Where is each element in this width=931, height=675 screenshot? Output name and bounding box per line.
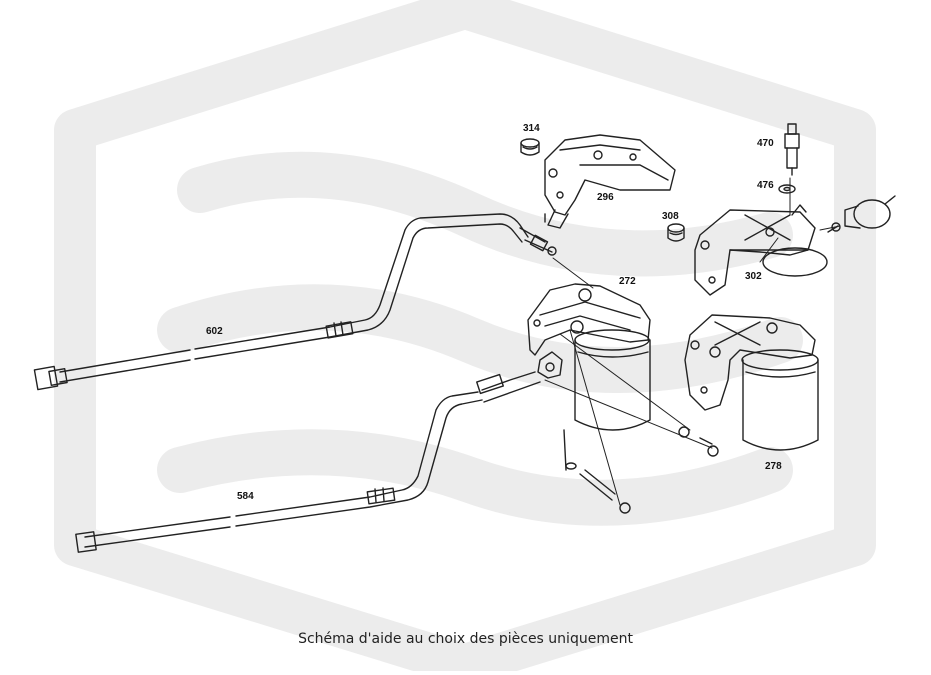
part-476-washer: [778, 184, 796, 194]
label-278: 278: [765, 461, 782, 472]
label-296: 296: [597, 192, 614, 203]
label-584: 584: [237, 491, 254, 502]
part-314-collar: [520, 138, 540, 156]
fuel-line-584: [75, 371, 541, 553]
label-272: 272: [619, 276, 636, 287]
label-476: 476: [757, 180, 774, 191]
label-302: 302: [745, 271, 762, 282]
label-314: 314: [523, 123, 540, 134]
part-470-sensor: [784, 123, 800, 176]
label-308: 308: [662, 211, 679, 222]
watermark-logo: [54, 0, 876, 675]
part-296-bracket: [544, 134, 676, 229]
leader-lines: [544, 177, 841, 506]
part-278-filter-assembly: [684, 314, 819, 451]
label-602: 602: [206, 326, 223, 337]
label-470: 470: [757, 138, 774, 149]
part-272-filter-assembly: [527, 283, 719, 514]
diagram-caption: Schéma d'aide au choix des pièces unique…: [298, 631, 633, 647]
line-drawing: [33, 123, 896, 553]
part-308-seal: [667, 223, 685, 242]
fuel-line-602: [33, 213, 557, 391]
